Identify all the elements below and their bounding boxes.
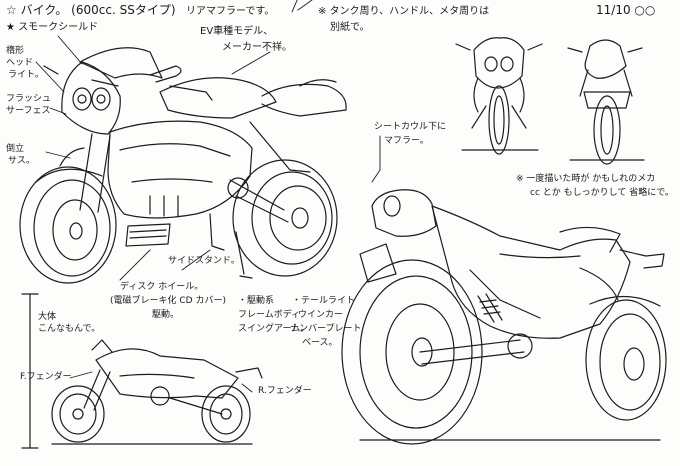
bike-front-view-drawing xyxy=(455,37,543,155)
seat-muffler-label-line2: マフラー。 xyxy=(384,136,429,146)
size-note-line1: 大体 xyxy=(38,312,57,322)
headlight-label-line2: ヘッド xyxy=(6,58,34,68)
height-measure-line xyxy=(21,293,39,449)
front-fender-label: F.フェンダー xyxy=(20,372,72,382)
plate-base-label: ベース。 xyxy=(302,338,338,348)
fork-label-line2: サス。 xyxy=(8,156,35,166)
date-signature: 11/10 ○○ xyxy=(596,3,656,17)
tail-light-label: ・テールライト xyxy=(292,296,356,306)
drive-system-label: ・駆動系 xyxy=(238,296,275,306)
flush-surface-label-line1: フラッシュ xyxy=(6,94,52,104)
omit-mechanics-note-line1: ※ 一度描いた時が かもしれのメカ xyxy=(516,174,656,184)
fork-label-line1: 倒立 xyxy=(6,144,25,154)
side-stand-label: サイドスタンド。 xyxy=(168,256,240,266)
rear-fender-label: R.フェンダー xyxy=(258,386,312,396)
disc-wheel-label-line3: 駆動。 xyxy=(152,310,180,320)
size-note-line2: こんなもんで。 xyxy=(38,324,101,334)
maker-note: メーカー不祥。 xyxy=(222,42,292,53)
omit-mechanics-note-line2: cc とか もしっかりして 省略にで。 xyxy=(530,188,674,198)
disc-wheel-label-line2: (電磁ブレーキ化 CD カバー) xyxy=(110,296,226,306)
ev-model-note: EV車種モデル、 xyxy=(200,26,274,37)
flush-surface-label-line2: サーフェス xyxy=(6,106,51,116)
disc-wheel-label-line1: ディスク ホイール。 xyxy=(120,282,204,292)
frame-body-label: フレームボディ xyxy=(238,310,301,320)
bike-side-view-scale-drawing xyxy=(51,339,263,445)
separate-sheet-note-line1: ※ タンク周り、ハンドル、メタ周りは xyxy=(318,6,490,17)
headlight-label-line1: 楕形 xyxy=(6,46,25,56)
title-note: ☆ バイク。 (600cc. SSタイプ) xyxy=(6,3,176,17)
bike-rear-three-quarter-drawing xyxy=(341,189,667,445)
headlight-label-line3: ライト。 xyxy=(8,70,44,80)
smoke-shield-note: ★ スモークシールド xyxy=(6,22,99,33)
separate-sheet-note-line2: 別紙で。 xyxy=(330,22,370,33)
rear-muffler-note: リアマフラーです。 xyxy=(186,6,275,17)
annotation-leaders xyxy=(35,0,381,393)
swing-arm-label: スイングアーム。 xyxy=(238,324,310,334)
number-plate-label: ナンバープレート xyxy=(290,324,362,334)
bike-front-three-quarter-drawing xyxy=(19,47,347,284)
seat-muffler-label-line1: シートカウル下に xyxy=(374,122,447,132)
bike-rear-view-drawing xyxy=(567,39,645,165)
winker-label: ウインカー xyxy=(298,310,344,320)
